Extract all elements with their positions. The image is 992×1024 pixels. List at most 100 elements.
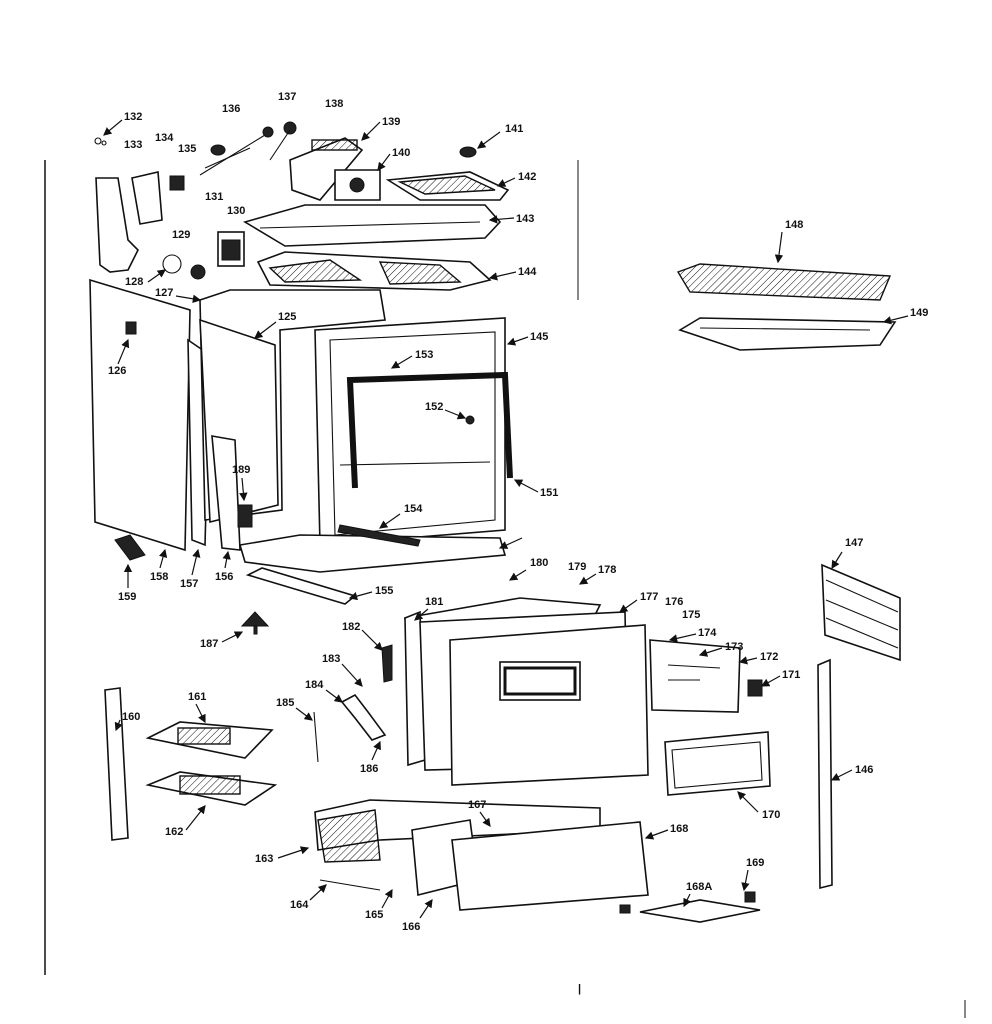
label-143: 143	[516, 213, 534, 225]
label-156: 156	[215, 571, 233, 583]
label-183: 183	[322, 653, 340, 665]
label-152: 152	[425, 401, 443, 413]
label-168a: 168A	[686, 881, 712, 893]
part-141-knob	[459, 146, 477, 158]
part-137-igniter	[199, 126, 274, 176]
label-169: 169	[746, 857, 764, 869]
label-186: 186	[360, 763, 378, 775]
part-153-oven-gasket	[346, 371, 513, 489]
part-158-side-panel	[89, 278, 191, 552]
part-147-rack-guides	[821, 563, 901, 662]
part-135-valve	[169, 175, 185, 191]
label-136: 136	[222, 103, 240, 115]
label-182: 182	[342, 621, 360, 633]
label-141: 141	[505, 123, 523, 135]
label-179: 179	[568, 561, 586, 573]
label-145: 145	[530, 331, 548, 343]
part-140-burner-box	[334, 169, 381, 201]
part-130-bracket	[217, 231, 245, 267]
part-182-hinge	[381, 644, 393, 683]
part-142-vent-panel	[385, 171, 510, 201]
label-173: 173	[725, 641, 743, 653]
label-132: 132	[124, 111, 142, 123]
part-168-drawer-front	[451, 821, 649, 911]
label-130: 130	[227, 205, 245, 217]
part-169-drawer-handle	[619, 891, 761, 923]
label-174: 174	[698, 627, 717, 639]
label-126: 126	[108, 365, 126, 377]
label-164-drawer: 164	[290, 899, 309, 911]
part-128-ring	[162, 254, 182, 274]
label-128: 128	[125, 276, 143, 288]
part-165-rod	[313, 711, 319, 763]
label-166-drawer: 166	[402, 921, 420, 933]
part-160-side-trim	[104, 687, 129, 841]
label-165-drawer: 165	[365, 909, 383, 921]
part-167-drawer-handle	[240, 611, 270, 635]
label-178: 178	[598, 564, 616, 576]
part-134-bracket	[131, 171, 163, 225]
label-133: 133	[124, 139, 142, 151]
part-148-oven-rack	[676, 263, 892, 301]
label-140: 140	[392, 147, 410, 159]
label-187: 187	[200, 638, 218, 650]
label-171: 171	[782, 669, 800, 681]
page-mark: |	[578, 983, 581, 995]
label-180: 180	[530, 557, 548, 569]
label-168: 168	[670, 823, 688, 835]
part-152-sensor	[465, 415, 475, 425]
label-137: 137	[278, 91, 296, 103]
part-159-foot	[114, 534, 146, 561]
part-172-door-window	[649, 639, 741, 713]
label-177: 177	[640, 591, 658, 603]
label-139: 139	[382, 116, 400, 128]
label-135: 135	[178, 143, 196, 155]
label-172: 172	[760, 651, 778, 663]
label-170: 170	[762, 809, 780, 821]
part-170-window-frame	[664, 731, 771, 796]
part-138-fitting	[269, 121, 297, 161]
label-148: 148	[785, 219, 803, 231]
label-167-drawer: 167	[468, 799, 486, 811]
label-144: 144	[518, 266, 537, 278]
part-149-broil-pan	[678, 317, 897, 351]
label-138: 138	[325, 98, 343, 110]
label-131: 131	[205, 191, 223, 203]
label-158: 158	[150, 571, 168, 583]
label-149: 149	[910, 307, 928, 319]
label-127: 127	[155, 287, 173, 299]
part-126-knob	[125, 321, 137, 335]
label-161: 161	[188, 691, 206, 703]
part-164-rod	[319, 879, 381, 891]
label-147: 147	[845, 537, 863, 549]
label-129: 129	[172, 229, 190, 241]
label-154: 154	[404, 503, 423, 515]
part-162-broil-pan	[145, 771, 278, 806]
part-155-toe-kick	[245, 567, 357, 605]
part-171-handle-clip	[747, 679, 763, 697]
part-132-screw	[94, 137, 107, 146]
part-129-fitting	[190, 264, 206, 280]
label-163-drawer: 163	[255, 853, 273, 865]
part-150-oven-bottom	[238, 534, 507, 573]
label-157: 157	[180, 578, 198, 590]
label-184: 184	[305, 679, 324, 691]
part-133-side-trim	[95, 177, 139, 273]
label-185: 185	[276, 697, 294, 709]
part-179-door-outer	[449, 624, 649, 786]
label-155: 155	[375, 585, 393, 597]
label-146: 146	[855, 764, 873, 776]
part-156-side-trim	[211, 435, 241, 551]
label-151: 151	[540, 487, 558, 499]
label-160: 160	[122, 711, 140, 723]
part-143-cooktop-frame	[243, 204, 502, 247]
label-125: 125	[278, 311, 296, 323]
part-161-broil-grid	[145, 721, 274, 759]
callout-labels: 132 133 134 135 136 137 138 139 140 141 …	[103, 91, 928, 995]
part-184-hinge-arm	[340, 693, 387, 741]
label-176: 176	[665, 596, 683, 608]
label-162: 162	[165, 826, 183, 838]
part-144-burner-tray	[256, 251, 492, 291]
label-134: 134	[155, 132, 174, 144]
